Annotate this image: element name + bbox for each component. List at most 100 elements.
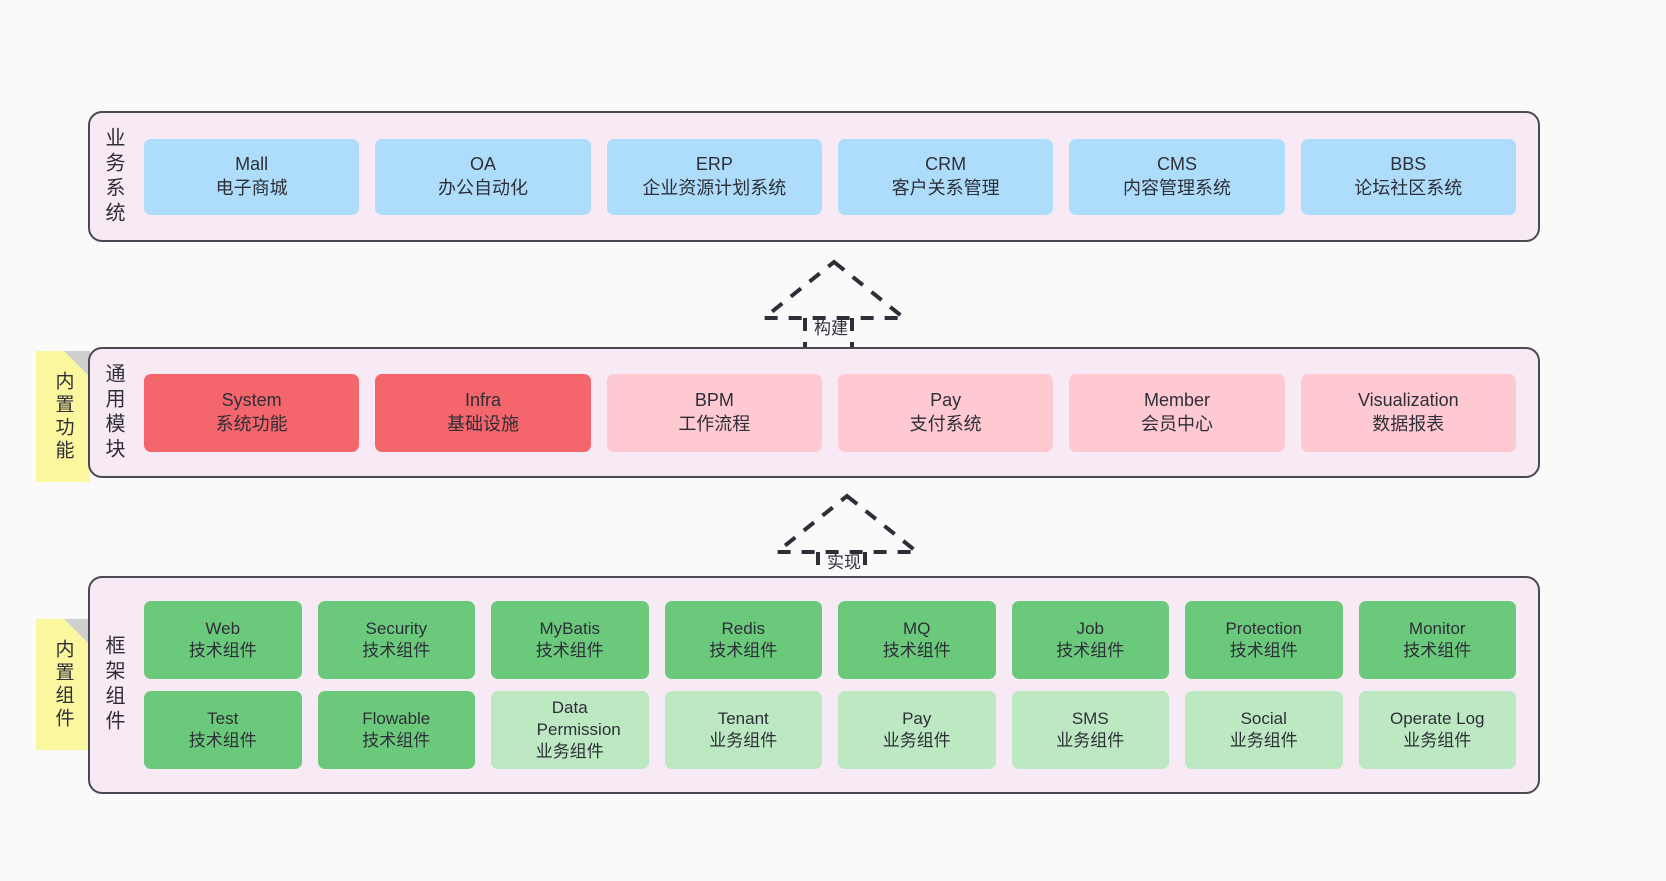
card-web-name: Web [205,619,241,639]
card-bpm[interactable]: BPM 工作流程 [606,373,822,452]
card-web[interactable]: Web 技术组件 [144,601,302,679]
framework-card-row-business: Test 技术组件 Flowable 技术组件 Data Permission … [136,691,1524,769]
note-builtin-function: 内置功能 [36,351,90,482]
note-builtin-function-text: 内置功能 [52,370,74,463]
card-flowable-desc: 技术组件 [362,731,431,750]
layer-common-label: 通用模块 [102,362,124,463]
card-infra-name: Infra [464,390,501,411]
card-test-desc: 技术组件 [188,731,257,750]
layer-common-module: 通用模块 System 系统功能 Infra 基础设施 BPM 工作流程 Pay [88,347,1540,478]
card-pay-component-name: Pay [902,709,932,729]
card-web-desc: 技术组件 [188,641,257,660]
card-protection-name: Protection [1225,619,1303,639]
card-bbs-name: BBS [1390,154,1427,175]
card-flowable-name: Flowable [362,709,431,729]
card-protection[interactable]: Protection 技术组件 [1185,601,1343,679]
card-tenant-desc: 业务组件 [709,731,778,750]
connector-build-label: 构建 [814,319,848,338]
card-erp-desc: 企业资源计划系统 [642,177,787,198]
layer-framework-label: 框架组件 [102,635,124,735]
card-mall[interactable]: Mall 电子商城 [144,138,360,215]
card-bbs-desc: 论坛社区系统 [1354,177,1463,198]
note-fold-corner [64,619,90,645]
card-cms[interactable]: CMS 内容管理系统 [1069,138,1285,215]
card-mq-name: MQ [903,619,931,639]
business-card-row: Mall 电子商城 OA 办公自动化 ERP 企业资源计划系统 CRM 客户关系… [136,138,1524,215]
card-mybatis-desc: 技术组件 [535,641,604,660]
card-visualization-name: Visualization [1357,390,1459,411]
card-oa-name: OA [469,154,496,175]
note-fold-corner [64,351,90,377]
card-flowable[interactable]: Flowable 技术组件 [317,691,475,769]
card-infra-desc: 基础设施 [446,413,519,434]
card-pay-module-desc: 支付系统 [909,413,982,434]
card-visualization[interactable]: Visualization 数据报表 [1300,373,1516,452]
card-job[interactable]: Job 技术组件 [1011,601,1169,679]
connector-build: 构建 [752,258,912,352]
layer-business-body: Mall 电子商城 OA 办公自动化 ERP 企业资源计划系统 CRM 客户关系… [136,113,1538,240]
card-social-name: Social [1240,709,1287,729]
layer-framework-body: Web 技术组件 Security 技术组件 MyBatis 技术组件 Redi… [136,578,1538,792]
card-bpm-desc: 工作流程 [678,413,751,434]
card-cms-desc: 内容管理系统 [1122,177,1231,198]
card-redis-name: Redis [721,619,765,639]
card-erp-name: ERP [695,154,733,175]
card-tenant[interactable]: Tenant 业务组件 [664,691,822,769]
card-test[interactable]: Test 技术组件 [144,691,302,769]
card-mall-desc: 电子商城 [215,177,288,198]
card-pay-module[interactable]: Pay 支付系统 [837,373,1054,452]
framework-card-row-technical: Web 技术组件 Security 技术组件 MyBatis 技术组件 Redi… [136,601,1524,679]
card-security[interactable]: Security 技术组件 [317,601,475,679]
card-redis[interactable]: Redis 技术组件 [664,601,822,679]
card-test-name: Test [207,709,239,729]
card-social[interactable]: Social 业务组件 [1185,691,1343,769]
card-operate-log[interactable]: Operate Log 业务组件 [1358,691,1516,769]
card-member[interactable]: Member 会员中心 [1069,373,1285,452]
layer-business-system: 业务系统 Mall 电子商城 OA 办公自动化 ERP 企业资源计划系统 CRM [88,111,1540,242]
card-oa[interactable]: OA 办公自动化 [375,138,591,215]
card-system-name: System [221,390,282,411]
connector-implement-label: 实现 [827,553,861,572]
card-tenant-name: Tenant [717,709,769,729]
card-pay-component[interactable]: Pay 业务组件 [838,691,996,769]
card-member-name: Member [1143,390,1210,411]
card-system[interactable]: System 系统功能 [144,373,360,452]
card-erp[interactable]: ERP 企业资源计划系统 [606,138,822,215]
card-monitor[interactable]: Monitor 技术组件 [1358,601,1516,679]
card-operate-log-name: Operate Log [1389,709,1485,729]
note-builtin-component-text: 内置组件 [52,638,74,731]
card-mybatis-name: MyBatis [539,619,600,639]
note-builtin-component: 内置组件 [36,619,90,750]
card-security-name: Security [365,619,427,639]
card-crm-name: CRM [925,154,967,175]
card-mq[interactable]: MQ 技术组件 [838,601,996,679]
card-job-name: Job [1076,619,1104,639]
card-redis-desc: 技术组件 [709,641,778,660]
card-sms[interactable]: SMS 业务组件 [1011,691,1169,769]
card-system-desc: 系统功能 [215,413,288,434]
card-infra[interactable]: Infra 基础设施 [375,373,591,452]
card-member-desc: 会员中心 [1140,413,1213,434]
card-sms-name: SMS [1071,709,1109,729]
card-data-permission[interactable]: Data Permission 业务组件 [491,691,649,769]
card-data-permission-desc: 业务组件 [535,741,604,761]
card-social-desc: 业务组件 [1229,731,1298,750]
card-bpm-name: BPM [694,390,734,411]
common-card-row: System 系统功能 Infra 基础设施 BPM 工作流程 Pay 支付系统… [136,373,1524,452]
card-mq-desc: 技术组件 [882,641,951,660]
layer-business-label: 业务系统 [102,126,124,227]
layer-framework-component: 框架组件 Web 技术组件 Security 技术组件 MyBatis 技术组件… [88,576,1540,794]
card-cms-name: CMS [1156,154,1197,175]
card-crm-desc: 客户关系管理 [891,177,1000,198]
card-mall-name: Mall [235,154,269,175]
card-pay-component-desc: 业务组件 [882,731,951,750]
card-crm[interactable]: CRM 客户关系管理 [837,138,1054,215]
card-protection-desc: 技术组件 [1229,641,1298,660]
card-monitor-desc: 技术组件 [1403,641,1472,660]
card-bbs[interactable]: BBS 论坛社区系统 [1300,138,1516,215]
layer-common-body: System 系统功能 Infra 基础设施 BPM 工作流程 Pay 支付系统… [136,349,1538,476]
card-data-permission-name: Data Permission [536,698,621,740]
card-monitor-name: Monitor [1408,619,1466,639]
card-mybatis[interactable]: MyBatis 技术组件 [491,601,649,679]
